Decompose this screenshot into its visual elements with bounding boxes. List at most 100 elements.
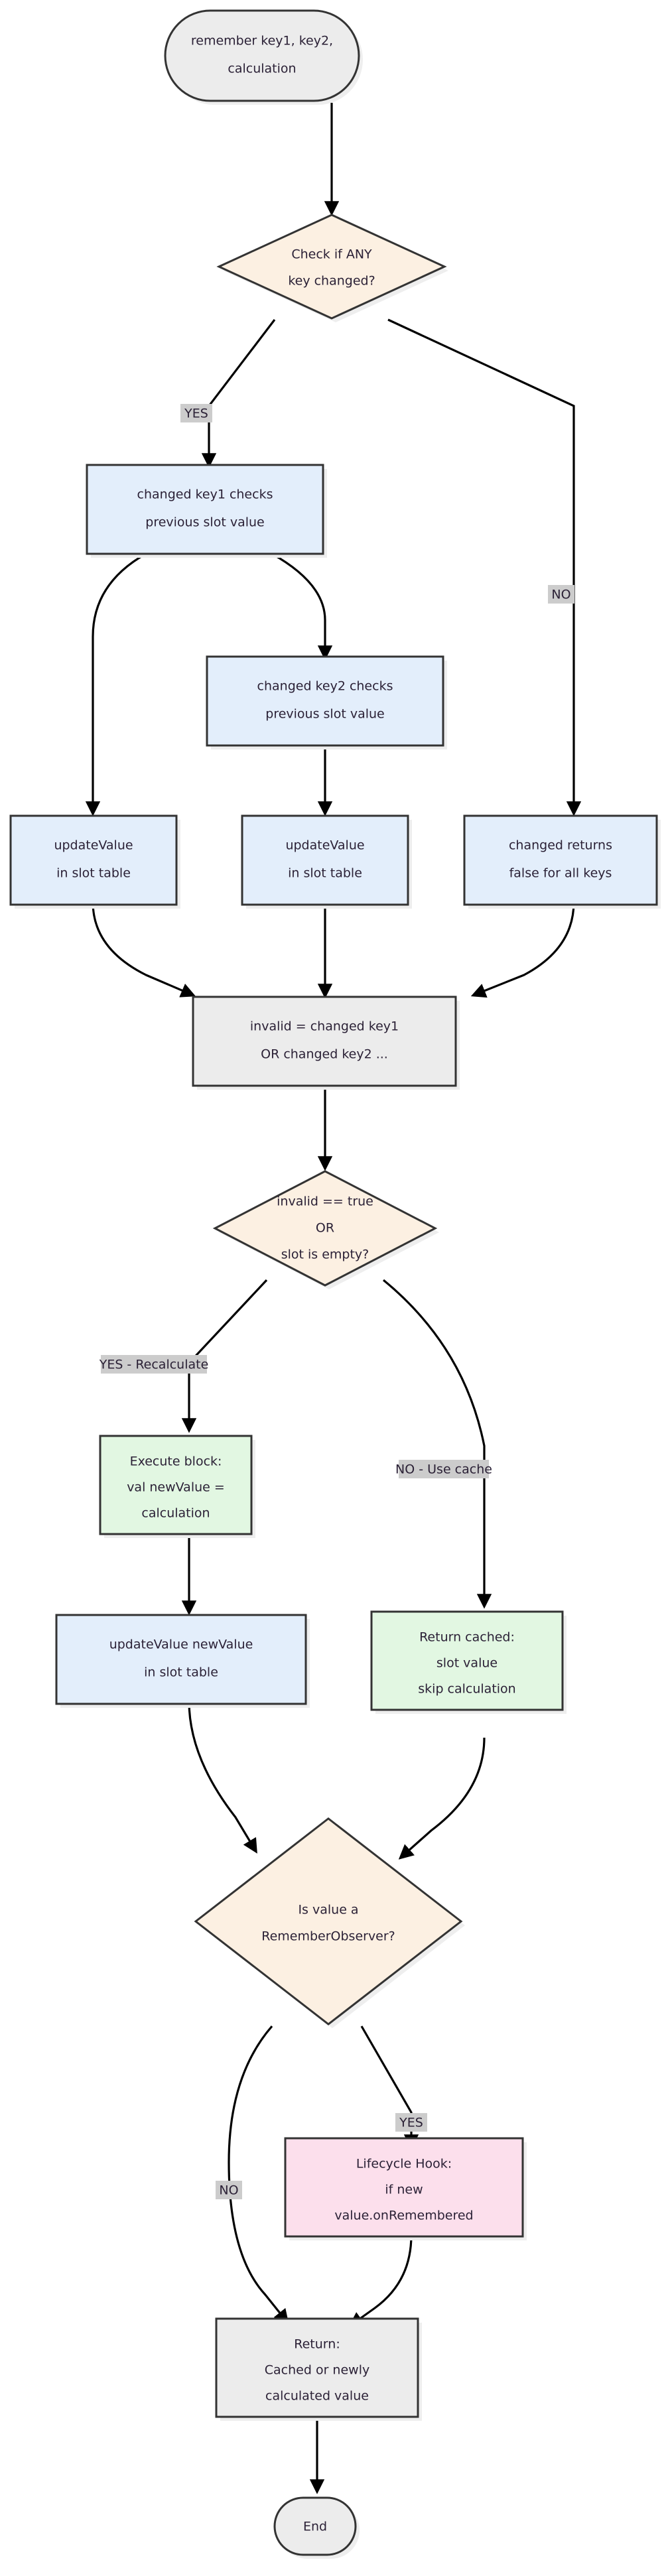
node-execute-block-line-1: val newValue = [127, 1480, 225, 1495]
edge-label-no-key-changed: NO [548, 585, 574, 604]
node-return-value-body [215, 2317, 419, 2418]
edge-check-to-key1-yes [201, 319, 276, 468]
node-changed-returns-false-line-0: changed returns [509, 838, 612, 853]
node-update-value-1-body [9, 814, 178, 906]
node-check-line-0: Check if ANY [291, 247, 372, 262]
edge-label-no-key-changed-text: NO [551, 588, 570, 602]
node-update-value-1-line-0: updateValue [54, 838, 133, 853]
node-invalid-assignment-line-1: OR changed key2 ... [261, 1047, 388, 1062]
edge-label-yes-recalculate: YES - Recalculate [99, 1355, 209, 1374]
edge-observer-to-return-no [228, 2025, 289, 2325]
node-changed-key1[interactable]: changed key1 checks previous slot value [86, 464, 327, 558]
edge-label-no-use-cache-bg [399, 1460, 489, 1478]
edge-label-yes-recalculate-bg [101, 1355, 207, 1374]
edge-decision-to-cached-no [382, 1279, 492, 1609]
edge-label-no-key-changed-bg [548, 585, 574, 604]
node-invalid-or-empty-line-0: invalid == true [277, 1194, 373, 1209]
edge-label-yes-key-changed-bg [180, 404, 212, 422]
edge-check-to-false-no [387, 318, 582, 816]
edge-layer [85, 103, 582, 2494]
node-invalid-or-empty-body [212, 1170, 438, 1287]
node-end-label: End [303, 2520, 327, 2534]
edge-label-yes-recalculate-text: YES - Recalculate [99, 1358, 209, 1372]
node-changed-key2-line-0: changed key2 checks [257, 679, 393, 694]
edge-key1-to-update1 [85, 552, 147, 816]
node-return-value-line-0: Return: [294, 2337, 340, 2352]
edge-updatenew-to-observer [188, 1701, 257, 1854]
node-changed-returns-false-body [463, 814, 658, 906]
node-changed-key1-line-0: changed key1 checks [137, 487, 273, 502]
node-check-body [216, 214, 447, 320]
node-lifecycle-hook-line-1: if new [385, 2183, 423, 2197]
node-is-remember-observer-line-0: Is value a [298, 1903, 358, 1917]
node-execute-block-body [99, 1435, 253, 1535]
node-invalid-assignment-line-0: invalid = changed key1 [250, 1019, 399, 1034]
edge-label-yes-key-changed-text: YES [184, 407, 208, 421]
node-lifecycle-hook-body [284, 2137, 524, 2238]
node-check-line-1: key changed? [288, 274, 375, 289]
edge-label-no-use-cache-text: NO - Use cache [395, 1462, 492, 1477]
node-return-cached-line-0: Return cached: [419, 1630, 515, 1645]
node-return-cached[interactable]: Return cached: slot value skip calculati… [370, 1610, 567, 1714]
node-invalid-or-empty[interactable]: invalid == true OR slot is empty? [212, 1170, 439, 1289]
node-return-value-line-1: Cached or newly [265, 2363, 369, 2378]
node-update-value-1-line-1: in slot table [56, 866, 131, 881]
node-changed-key2[interactable]: changed key2 checks previous slot value [206, 655, 447, 749]
node-lifecycle-hook[interactable]: Lifecycle Hook: if new value.onRemembere… [284, 2137, 527, 2240]
node-changed-returns-false-line-1: false for all keys [509, 866, 612, 881]
node-return-cached-line-2: skip calculation [418, 1682, 515, 1697]
node-start-body [164, 9, 360, 102]
node-lifecycle-hook-line-2: value.onRemembered [334, 2209, 473, 2223]
node-return-value-line-2: calculated value [265, 2389, 369, 2404]
node-is-remember-observer-body [194, 1817, 463, 2026]
node-update-value-2-line-1: in slot table [288, 866, 362, 881]
node-update-value-new-line-0: updateValue newValue [109, 1638, 253, 1652]
node-return-cached-body [370, 1610, 564, 1711]
node-changed-key1-body [86, 464, 324, 555]
node-execute-block-line-2: calculation [141, 1506, 210, 1521]
node-is-remember-observer[interactable]: Is value a RememberObserver? [194, 1817, 465, 2028]
node-return-value[interactable]: Return: Cached or newly calculated value [215, 2317, 422, 2421]
node-execute-block[interactable]: Execute block: val newValue = calculatio… [99, 1435, 255, 1538]
edge-observer-to-lifecycle-yes [360, 2026, 419, 2150]
edge-false-to-invalid [470, 901, 575, 998]
node-changed-key2-body [206, 655, 444, 747]
node-invalid-assignment[interactable]: invalid = changed key1 OR changed key2 .… [192, 996, 460, 1090]
edge-key1-to-key2 [271, 552, 333, 661]
node-invalid-or-empty-line-1: OR [316, 1221, 334, 1236]
node-invalid-assignment-body [192, 996, 457, 1087]
edge-label-yes-key-changed: YES [180, 404, 212, 422]
edge-label-yes-observer-text: YES [399, 2116, 423, 2130]
node-update-value-2-body [241, 814, 409, 906]
node-start[interactable]: remember key1, key2, calculation [164, 9, 363, 105]
node-execute-block-line-0: Execute block: [130, 1454, 222, 1469]
node-start-line-1: calculation [228, 62, 296, 76]
node-update-value-1[interactable]: updateValue in slot table [9, 814, 180, 909]
node-changed-key2-line-1: previous slot value [265, 707, 384, 722]
node-update-value-new-line-1: in slot table [144, 1665, 218, 1680]
node-check-any-key-changed[interactable]: Check if ANY key changed? [216, 214, 448, 322]
edge-update1-to-invalid [92, 901, 196, 998]
node-update-value-2[interactable]: updateValue in slot table [241, 814, 412, 909]
edge-decision-to-execute-yes [181, 1279, 268, 1433]
node-update-value-new[interactable]: updateValue newValue in slot table [55, 1614, 310, 1708]
edge-label-no-observer: NO [216, 2181, 242, 2199]
edge-label-no-observer-bg [216, 2181, 242, 2199]
edge-lifecycle-to-return [348, 2234, 413, 2327]
node-changed-returns-false[interactable]: changed returns false for all keys [463, 814, 661, 909]
node-end[interactable]: End [273, 2496, 360, 2559]
edge-label-yes-observer-bg [395, 2113, 427, 2132]
edge-label-no-observer-text: NO [219, 2183, 238, 2198]
node-start-line-0: remember key1, key2, [191, 34, 333, 48]
node-update-value-new-body [55, 1614, 307, 1705]
edge-label-no-use-cache: NO - Use cache [395, 1460, 492, 1478]
node-changed-key1-line-1: previous slot value [145, 515, 264, 530]
node-is-remember-observer-line-1: RememberObserver? [261, 1929, 395, 1944]
node-invalid-or-empty-line-2: slot is empty? [281, 1248, 369, 1262]
node-end-body [273, 2496, 357, 2556]
node-return-cached-line-1: slot value [436, 1656, 498, 1671]
edge-cached-to-observer [398, 1737, 486, 1860]
node-lifecycle-hook-line-0: Lifecycle Hook: [356, 2157, 452, 2171]
node-update-value-2-line-0: updateValue [285, 838, 364, 853]
